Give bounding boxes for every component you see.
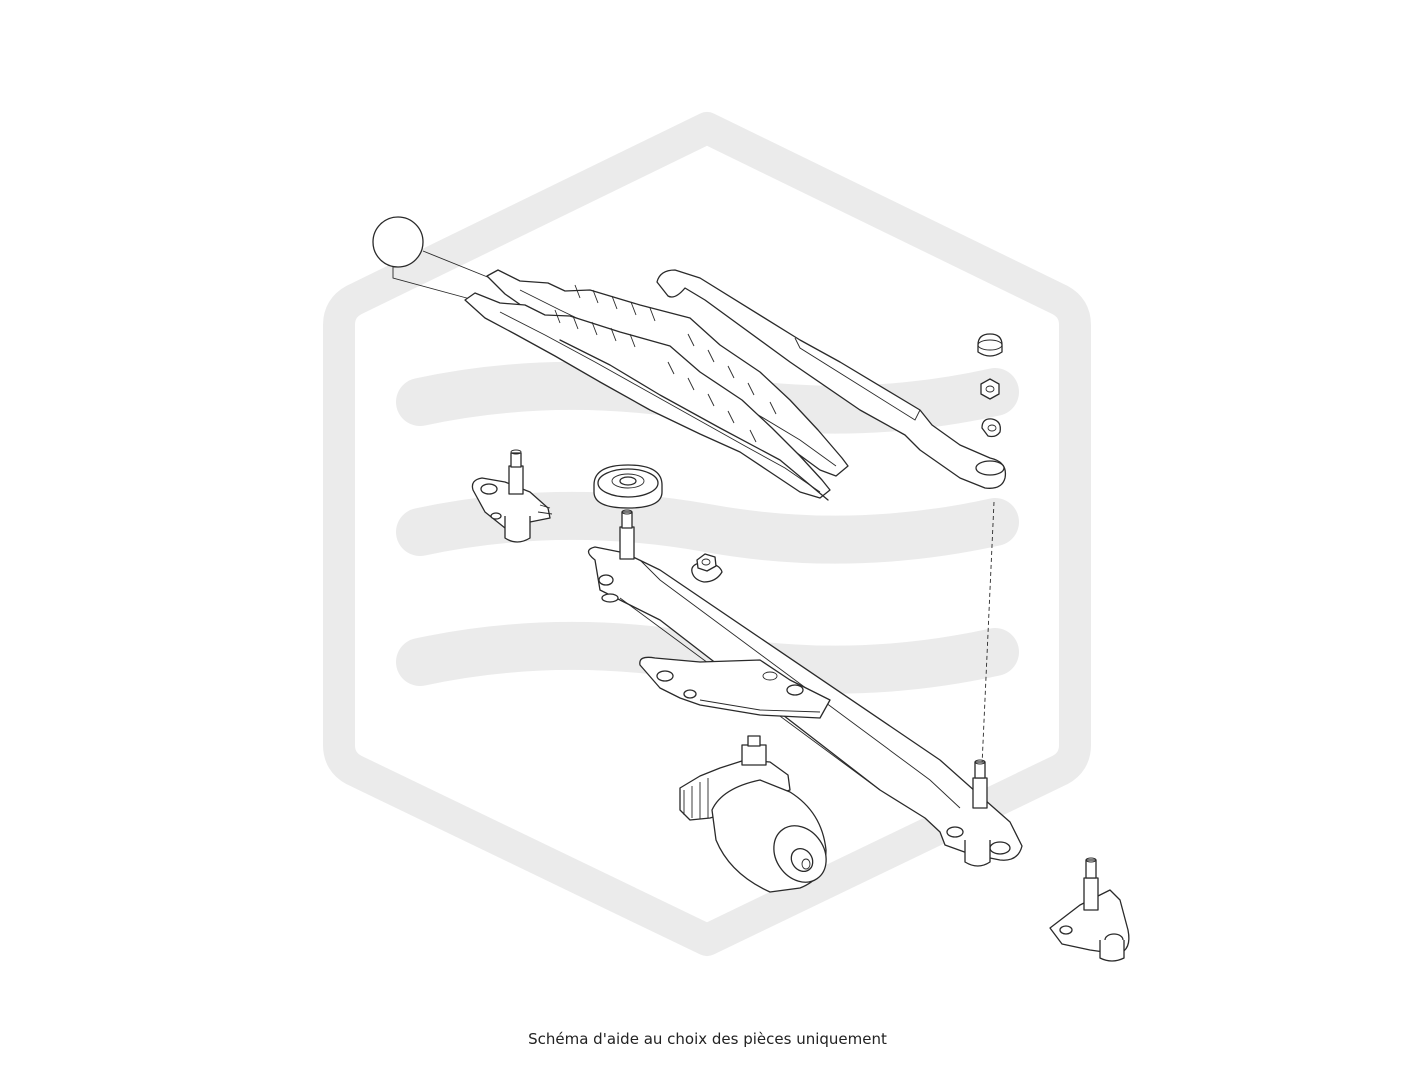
left-pivot[interactable] [471, 449, 553, 543]
diagram-caption: Schéma d'aide au choix des pièces unique… [528, 1030, 887, 1048]
nut [980, 378, 1000, 400]
cap-nut-washer-set[interactable] [977, 333, 1003, 438]
cap [977, 333, 1003, 357]
wiper-motor[interactable] [679, 735, 837, 893]
right-pivot[interactable] [1049, 857, 1130, 962]
washer [981, 418, 1001, 438]
wiper-arm[interactable] [656, 269, 1007, 489]
part-callout[interactable] [372, 216, 491, 301]
flange-nut[interactable] [691, 553, 723, 583]
wiper-blade-lower [464, 292, 831, 501]
alignment-line [981, 501, 995, 766]
grommet[interactable] [593, 464, 663, 509]
wiper-blades[interactable] [464, 269, 849, 501]
wiper-linkage[interactable] [587, 509, 1023, 867]
